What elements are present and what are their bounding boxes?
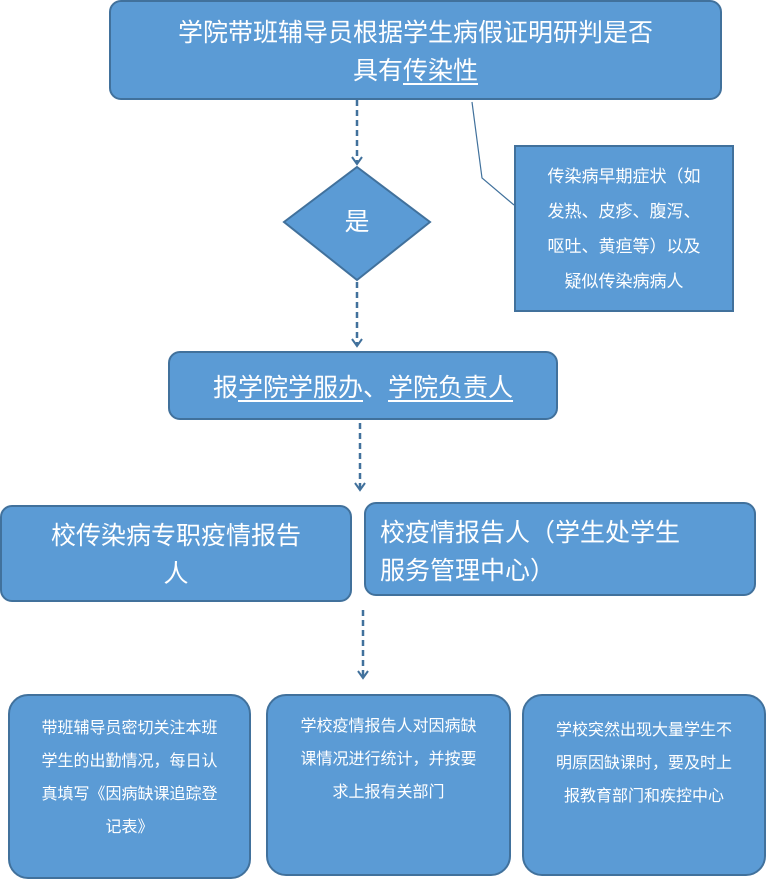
- school-reporter-line-1: 校疫情报告人（学生处学生: [380, 518, 681, 547]
- college-office: 学院学服办: [237, 372, 363, 402]
- emergency-line-2: 明原因缺课时，要及时上: [555, 753, 732, 772]
- note-line-3: 呕吐、黄疸等）以及: [547, 237, 701, 257]
- note-line-4: 疑似传染病病人: [564, 272, 684, 292]
- decision-label: 是: [344, 207, 370, 236]
- assessment-line-2: 具有传染性: [352, 56, 479, 85]
- dedicated-reporter-box: 校传染病专职疫情报告 人: [0, 505, 352, 602]
- counselor-action-box: 带班辅导员密切关注本班 学生的出勤情况，每日认 真填写《因病缺课追踪登 记表》: [8, 694, 251, 879]
- emergency-line-3: 报教育部门和疾控中心: [563, 786, 724, 805]
- note-callout-line: [471, 101, 515, 206]
- assessment-line-1: 学院带班辅导员根据学生病假证明研判是否: [177, 18, 653, 47]
- symptom-note-box: 传染病早期症状（如 发热、皮疹、腹泻、 呕吐、黄疸等）以及 疑似传染病病人: [514, 145, 734, 312]
- note-line-1: 传染病早期症状（如: [547, 167, 701, 187]
- counselor-line-3: 真填写《因病缺课追踪登: [41, 784, 218, 803]
- decision-diamond: [282, 165, 432, 282]
- report-to-college-box: 报学院学服办、学院负责人: [168, 351, 558, 420]
- school-reporter-line-2: 服务管理中心）: [380, 556, 556, 585]
- assessment-box: 学院带班辅导员根据学生病假证明研判是否 具有传染性: [109, 0, 722, 100]
- note-line-2: 发热、皮疹、腹泻、: [547, 202, 701, 222]
- dedicated-reporter-line-2: 人: [163, 559, 189, 588]
- counselor-line-2: 学生的出勤情况，每日认: [41, 751, 218, 770]
- school-reporter-box: 校疫情报告人（学生处学生 服务管理中心）: [364, 502, 756, 596]
- dedicated-reporter-line-1: 校传染病专职疫情报告: [50, 521, 301, 550]
- statistics-line-3: 求上报有关部门: [332, 782, 445, 801]
- counselor-line-1: 带班辅导员密切关注本班: [41, 718, 218, 737]
- college-head: 学院负责人: [388, 372, 514, 402]
- emergency-action-box: 学校突然出现大量学生不 明原因缺课时，要及时上 报教育部门和疾控中心: [522, 694, 766, 876]
- contagious-term: 传染性: [403, 56, 479, 85]
- counselor-line-4: 记表》: [105, 817, 154, 836]
- statistics-line-1: 学校疫情报告人对因病缺: [300, 716, 477, 735]
- statistics-action-box: 学校疫情报告人对因病缺 课情况进行统计，并按要 求上报有关部门: [266, 694, 511, 876]
- statistics-line-2: 课情况进行统计，并按要: [300, 749, 477, 768]
- emergency-line-1: 学校突然出现大量学生不: [555, 720, 732, 739]
